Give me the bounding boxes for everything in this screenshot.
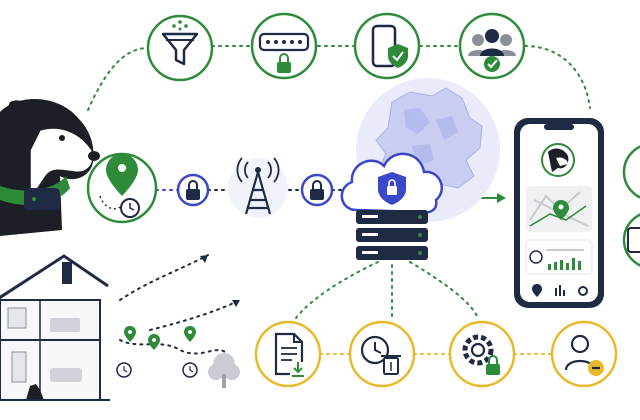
phone-nav-bar [532,284,588,297]
gear-lock-icon [448,320,516,388]
password-lock-icon [250,12,318,80]
device-partial [622,213,640,267]
document-download-icon [254,320,322,388]
green-circle-partial [622,145,640,199]
smartphone-app [514,118,604,308]
arrow-heads [200,255,240,307]
server-stack [356,210,428,260]
clock-delete-icon [348,320,416,388]
lock-icon [300,173,334,207]
dog-collar-tracker [0,99,100,236]
cell-tower-icon [228,157,288,218]
house-cutaway [0,254,110,401]
connector-lines [87,45,591,355]
user-remove-icon [550,320,618,388]
gps-clock-icon [86,152,158,224]
tree-icon [208,353,240,388]
location-path-timeline [116,326,198,378]
phone-shield-icon [353,12,421,80]
lock-icon [176,173,210,207]
cloud-shield-server [340,152,443,260]
filter-icon [146,14,214,82]
user-group-check-icon [458,12,526,80]
